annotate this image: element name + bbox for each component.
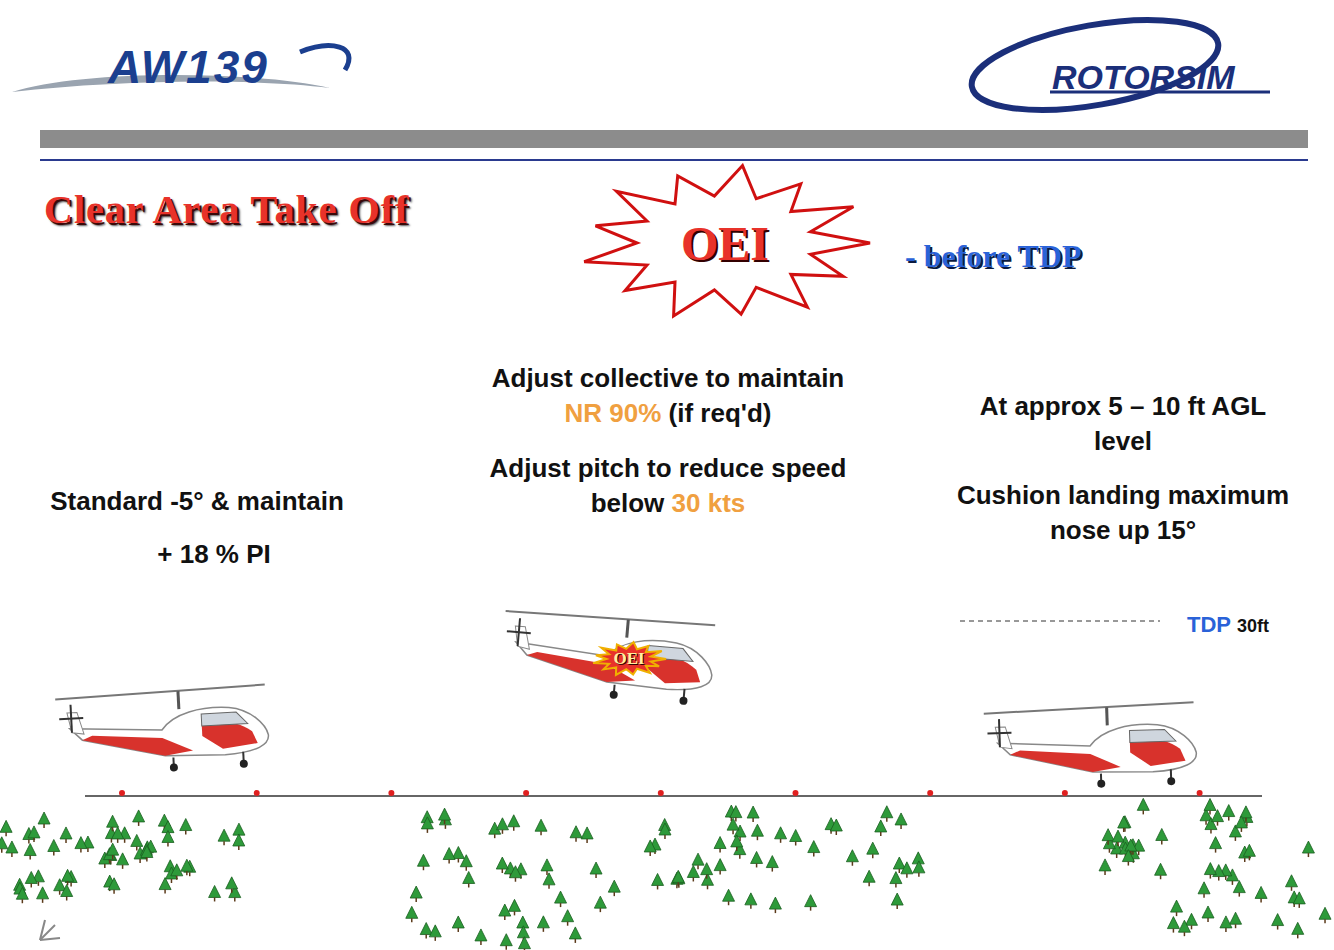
note-line: At approx 5 – 10 ft AGL level bbox=[951, 389, 1296, 459]
tdp-name: TDP bbox=[1187, 612, 1231, 637]
note-text: At approx 5 – 10 ft AGL level bbox=[980, 391, 1267, 456]
note-line: NR 90% (if req'd) bbox=[438, 396, 898, 431]
oei-starburst: OEI bbox=[590, 640, 668, 678]
oei-text: OEI bbox=[681, 216, 769, 271]
note-line: Standard -5° & maintain bbox=[7, 484, 387, 519]
note-text: below bbox=[591, 488, 665, 518]
subtitle: - before TDP bbox=[905, 238, 1082, 275]
oei-starburst: OEI bbox=[578, 163, 872, 323]
logo-text: AW139 bbox=[108, 40, 269, 94]
note-text: 30 kts bbox=[672, 488, 746, 518]
logo-text: ROTORSIM bbox=[1052, 58, 1235, 97]
note-text: Adjust pitch to reduce speed bbox=[490, 453, 847, 483]
note-text: Standard -5° & maintain bbox=[50, 486, 344, 516]
note-text: NR 90% bbox=[564, 398, 661, 428]
oei-text: OEI bbox=[613, 649, 644, 669]
note-text: (if req'd) bbox=[669, 398, 772, 428]
note-text: Adjust collective to maintain bbox=[492, 363, 845, 393]
note-text: + 18 % PI bbox=[157, 539, 270, 569]
tdp-height: 30ft bbox=[1237, 616, 1269, 636]
slide-title: Clear Area Take Off bbox=[44, 186, 409, 233]
note-text: Cushion landing maximum nose up 15° bbox=[957, 480, 1289, 545]
note-line: Adjust collective to maintain bbox=[438, 361, 898, 396]
note-line: Cushion landing maximum nose up 15° bbox=[923, 478, 1323, 548]
note-line: + 18 % PI bbox=[64, 537, 364, 572]
note-line: Adjust pitch to reduce speed bbox=[438, 451, 898, 486]
note-line: below30 kts bbox=[438, 486, 898, 521]
tdp-label: TDP 30ft bbox=[1187, 612, 1269, 638]
